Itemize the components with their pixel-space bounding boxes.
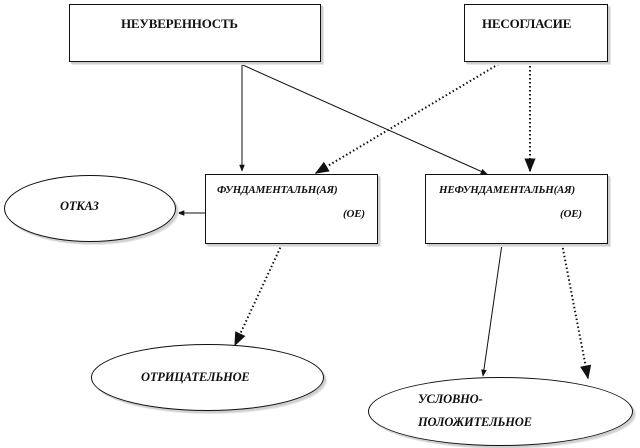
node-uncertainty-label: НЕУВЕРЕННОСТЬ [121, 16, 238, 31]
edge-uncertainty-nonfundamental [235, 61, 488, 175]
node-fundamental-label-line1: ФУНДАМЕНТАЛЬН(АЯ) [217, 184, 338, 196]
node-conditional: УСЛОВНО- ПОЛОЖИТЕЛЬНОЕ [368, 377, 633, 446]
node-fundamental: ФУНДАМЕНТАЛЬН(АЯ) (ОЕ) [205, 174, 378, 244]
node-conditional-label-line2: ПОЛОЖИТЕЛЬНОЕ [418, 415, 532, 429]
node-fundamental-label-line2: (ОЕ) [343, 208, 365, 220]
node-negative: ОТРИЦАТЕЛЬНОЕ [91, 344, 324, 411]
node-conditional-label-line1: УСЛОВНО- [418, 392, 483, 406]
edge-fundamental-negative [234, 243, 283, 347]
node-disagreement: НЕСОГЛАСИЕ [464, 4, 608, 62]
node-disagreement-label: НЕСОГЛАСИЕ [482, 16, 572, 31]
edge-nonfundamental-conditional-solid [481, 243, 503, 377]
node-nonfundamental-label-line2: (ОЕ) [560, 208, 582, 220]
node-nonfundamental: НЕФУНДАМЕНТАЛЬН(АЯ) (ОЕ) [425, 174, 608, 244]
node-uncertainty: НЕУВЕРЕННОСТЬ [69, 4, 321, 62]
node-refusal: ОТКАЗ [4, 175, 176, 242]
edge-nonfundamental-conditional-dotted [561, 243, 592, 380]
node-negative-label: ОТРИЦАТЕЛЬНОЕ [141, 370, 250, 384]
edge-disagreement-fundamental [314, 61, 503, 174]
node-nonfundamental-label-line1: НЕФУНДАМЕНТАЛЬН(АЯ) [439, 184, 576, 196]
node-refusal-label: ОТКАЗ [60, 199, 99, 213]
